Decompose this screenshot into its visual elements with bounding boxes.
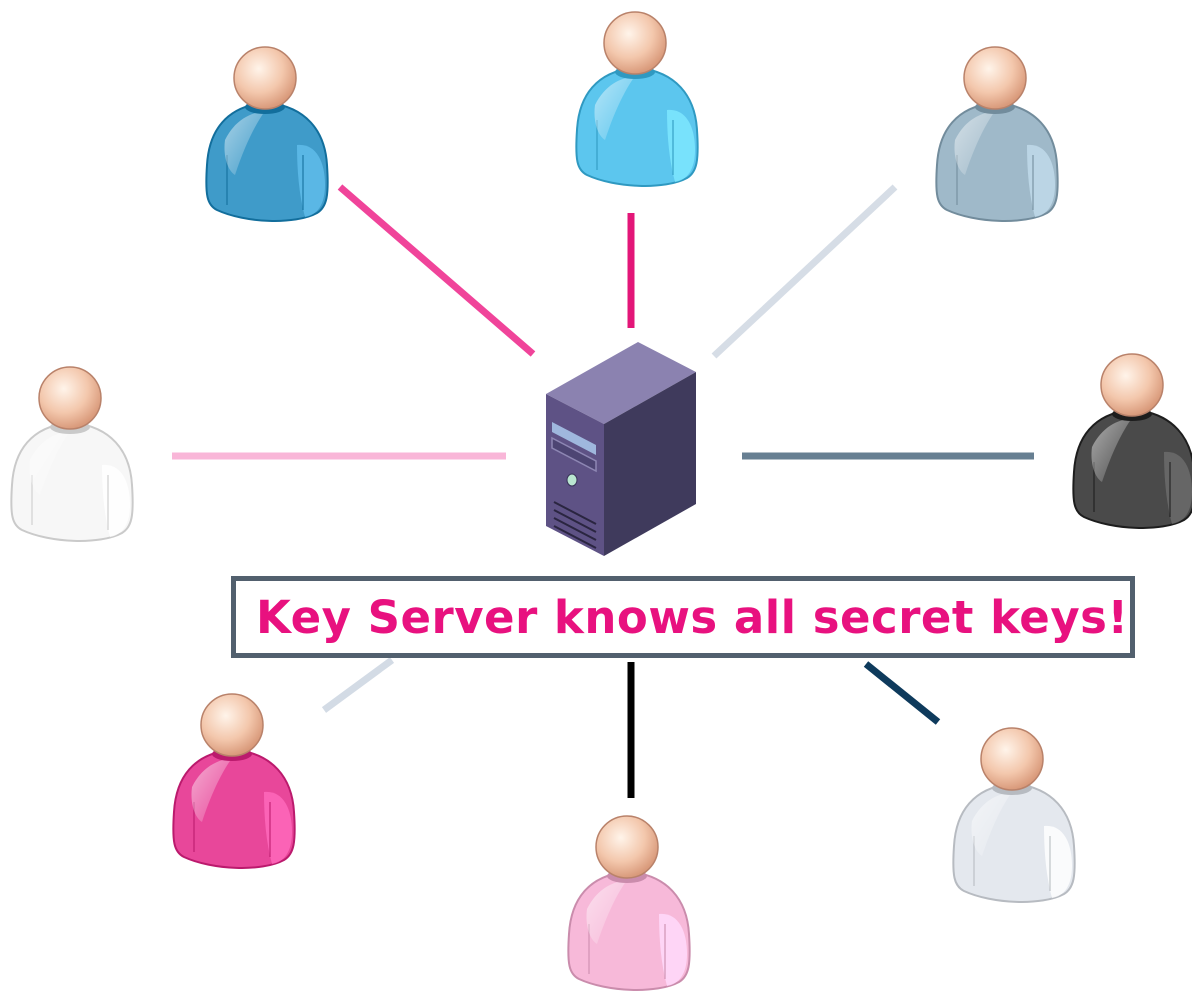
user-icon-bottom-right [952,727,1076,903]
user-icon-top-right [935,46,1059,222]
link-top-left [337,184,536,357]
link-top-right [711,184,898,359]
connection-lines [172,184,1034,798]
link-bottom-left [321,657,395,713]
users-group [10,11,1192,991]
user-icon-bottom-left [172,693,296,869]
server-tower-icon [546,342,696,556]
callout-text: Key Server knows all secret keys! [256,590,1129,644]
callout-box: Key Server knows all secret keys! [231,576,1135,658]
user-icon-top-left [205,46,329,222]
link-bottom-right [863,661,941,725]
user-icon-top [575,11,699,187]
user-icon-left [10,366,134,542]
user-icon-right [1072,353,1192,529]
user-icon-bottom [567,815,691,991]
server-top [546,342,696,424]
server-side [604,372,696,556]
